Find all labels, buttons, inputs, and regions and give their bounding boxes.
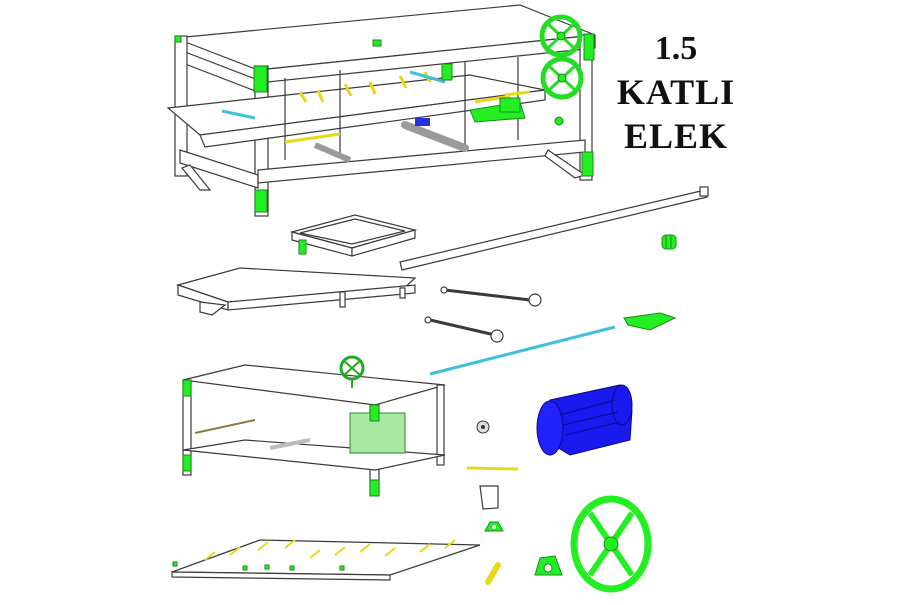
long-shaft (399, 186, 709, 271)
upper-handwheel (539, 14, 583, 58)
diagram-title: 1.5 KATLI ELEK (606, 28, 746, 158)
lower-handwheel (540, 56, 584, 100)
connecting-rod-1 (440, 286, 542, 307)
bearing-small (484, 521, 504, 532)
spring (661, 234, 677, 250)
yellow-link (466, 466, 519, 471)
electric-motor (536, 384, 633, 456)
title-number: 1.5 (654, 30, 698, 67)
chassis-frame (182, 355, 446, 497)
title-word-2: ELEK (623, 116, 729, 156)
chassis-handwheel (339, 355, 365, 388)
pulley-wheel (570, 495, 652, 593)
cover-plate (479, 485, 499, 510)
cyan-rod (429, 325, 616, 376)
bracket (623, 312, 677, 331)
sieve-frame (175, 267, 417, 316)
small-sieve-tray (289, 214, 418, 257)
bearing-large (534, 555, 563, 576)
connecting-rod-2 (424, 316, 504, 343)
title-word-1: KATLI (616, 72, 736, 112)
assembled-machine (166, 4, 596, 217)
flat-sieve-grid (171, 539, 481, 581)
washer (476, 420, 490, 434)
yellow-lever (485, 562, 501, 585)
